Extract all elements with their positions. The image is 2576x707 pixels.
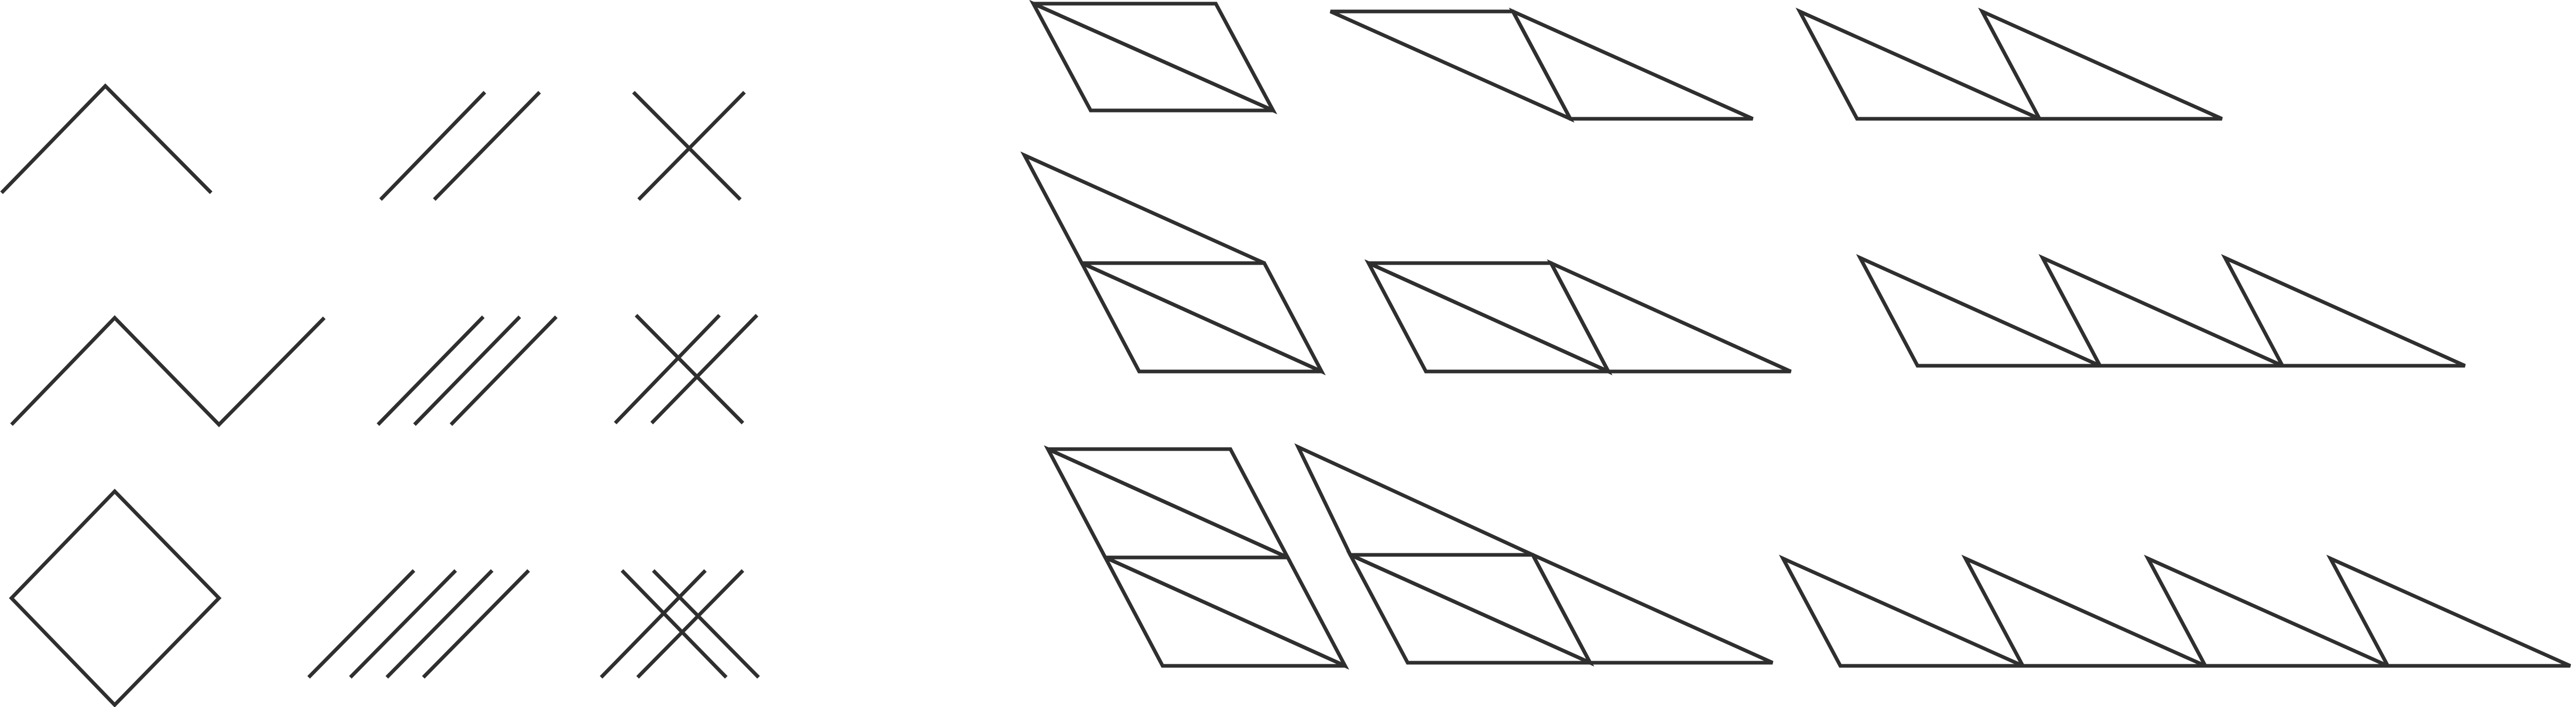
triangle <box>1529 551 1774 665</box>
triangle <box>1961 554 2206 668</box>
parallel-line <box>422 569 530 679</box>
stacked-triangles-row3 <box>1044 445 1349 670</box>
triangle <box>1081 261 1326 376</box>
triangle <box>1032 2 1277 115</box>
stacked-triangles-row2 <box>1020 151 1326 376</box>
parallel-line <box>413 315 521 426</box>
crossing-line <box>600 569 707 679</box>
left-panel <box>0 83 760 707</box>
triangle <box>2326 554 2571 668</box>
offset-triangles-row2 <box>1364 259 1792 376</box>
triangle <box>2221 254 2466 368</box>
parallel-line <box>379 91 486 201</box>
parallel-lines-row1 <box>379 91 541 201</box>
zigzag-shape-row2 <box>10 315 326 427</box>
crossing-line <box>650 314 759 425</box>
parallel-line <box>349 569 457 679</box>
triangle <box>1329 9 1574 123</box>
triangle <box>1978 7 2223 121</box>
triangle <box>1856 254 2101 368</box>
triangle <box>1047 447 1292 562</box>
parallel-line <box>376 315 485 426</box>
parallel-lines-row2 <box>376 315 558 426</box>
parallel-line <box>449 315 558 426</box>
sawtooth-triangles-row1 <box>1796 7 2223 121</box>
diamond-shape-row3 <box>9 488 222 707</box>
parallel-line <box>307 569 416 679</box>
crossing-lines-row1 <box>632 91 746 201</box>
sawtooth-triangles-row2 <box>1856 254 2466 368</box>
right-panel <box>1020 0 2571 670</box>
triangle <box>2144 554 2389 668</box>
triangle <box>1104 555 1349 670</box>
parallel-line <box>433 91 541 201</box>
crossing-lines-row2 <box>614 314 759 425</box>
stacked-triangles-row1 <box>1029 0 1277 115</box>
crossing-line <box>637 91 746 201</box>
crossing-line <box>632 91 742 201</box>
triangle <box>1509 7 1754 121</box>
crossing-line <box>634 314 744 425</box>
triangle <box>1349 553 1594 667</box>
zigzag-shape-row1 <box>0 83 213 194</box>
triangle <box>1796 7 2041 121</box>
triangle <box>1020 151 1265 265</box>
crossing-line <box>620 569 728 679</box>
triangle <box>1779 554 2024 668</box>
crossing-line <box>614 314 721 425</box>
triangle <box>1547 259 1792 374</box>
crossing-line <box>636 569 744 679</box>
crossing-lines-row3 <box>600 569 760 679</box>
parallel-lines-row3 <box>307 569 530 679</box>
crossing-line <box>652 569 760 679</box>
offset-triangles-row3 <box>1294 443 1774 667</box>
parallel-line <box>385 569 494 679</box>
triangle <box>1368 261 1613 376</box>
triangle <box>2038 254 2284 368</box>
sawtooth-triangles-row3 <box>1779 554 2571 668</box>
offset-triangles-row1 <box>1329 7 1754 123</box>
triangle <box>1294 443 1534 557</box>
